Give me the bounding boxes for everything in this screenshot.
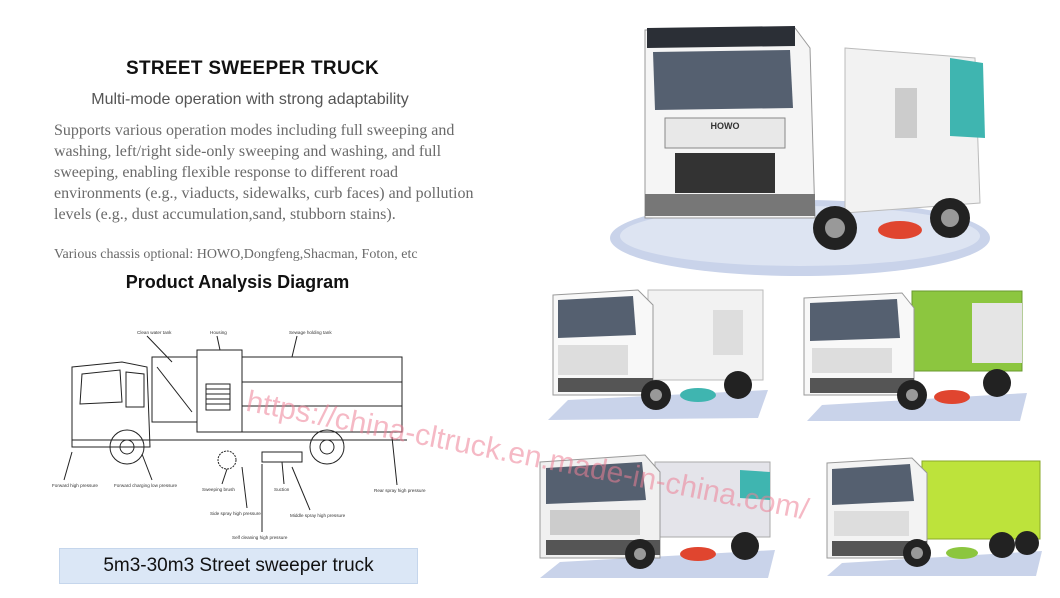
main-truck-image: HOWO bbox=[610, 26, 990, 276]
diagram-cab bbox=[71, 361, 151, 448]
label-housing: Housing bbox=[210, 330, 227, 335]
label-rear-spray: Rear spray high pressure bbox=[374, 488, 426, 493]
label-forward-hp: Forward high pressure bbox=[52, 483, 98, 488]
diagram-sewage-tank bbox=[241, 356, 403, 433]
diagram-sweeping-brush bbox=[217, 450, 237, 470]
brand-badge: HOWO bbox=[711, 121, 740, 131]
diagram-rear-wheel bbox=[309, 429, 345, 465]
label-self-cleaning: Self cleaning high pressure bbox=[232, 535, 288, 540]
label-clean-water-tank: Clean water tank bbox=[137, 330, 172, 335]
page-subtitle: Multi-mode operation with strong adaptab… bbox=[91, 91, 409, 108]
label-side-spray: Side spray high pressure bbox=[210, 511, 261, 516]
capacity-banner: 5m3-30m3 Street sweeper truck bbox=[59, 548, 418, 584]
diagram-housing bbox=[196, 349, 243, 433]
page-title: STREET SWEEPER TRUCK bbox=[125, 58, 380, 79]
chassis-note: Various chassis optional: HOWO,Dongfeng,… bbox=[54, 247, 418, 262]
truck-image-3 bbox=[803, 290, 1027, 421]
truck-image-2 bbox=[548, 289, 768, 420]
diagram-title: Product Analysis Diagram bbox=[125, 272, 350, 292]
diagram-front-wheel bbox=[109, 429, 145, 465]
diagram-suction bbox=[261, 451, 303, 463]
label-forward-charging: Forward charging low pressure bbox=[114, 483, 178, 488]
label-suction: Suction bbox=[274, 487, 290, 492]
truck-image-5 bbox=[826, 457, 1042, 576]
description-text: Supports various operation modes includi… bbox=[54, 122, 474, 223]
product-analysis-diagram: Clean water tank Housing Sewage holding … bbox=[52, 330, 426, 540]
truck-image-4 bbox=[539, 454, 775, 578]
label-sweeping-brush: Sweeping brush bbox=[202, 487, 235, 492]
label-middle-spray: Middle spray high pressure bbox=[290, 513, 346, 518]
label-sewage-tank: Sewage holding tank bbox=[289, 330, 332, 335]
